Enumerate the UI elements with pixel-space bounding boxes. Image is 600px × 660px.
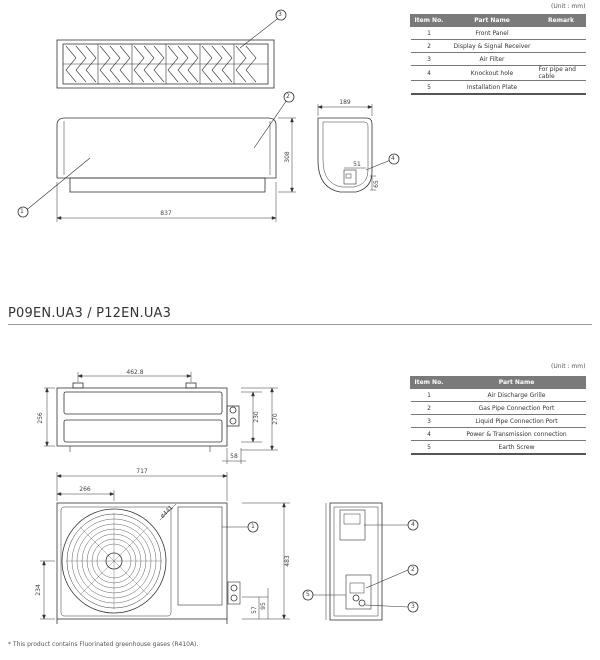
outdoor-front-height-dim: 483 bbox=[284, 555, 291, 567]
outdoor-front-width-dim: 717 bbox=[136, 468, 148, 475]
outdoor-front-b2-dim: 95 bbox=[260, 602, 267, 610]
indoor-side-b-dim: 65 bbox=[373, 180, 380, 188]
indoor-height-dim: 308 bbox=[284, 151, 291, 163]
table-header: Part Name bbox=[447, 14, 537, 27]
outdoor-callout-5: 5 bbox=[306, 591, 310, 598]
table-header: Part Name bbox=[447, 376, 586, 389]
outdoor-callout-1: 1 bbox=[251, 523, 255, 530]
outdoor-front-left-dim: 234 bbox=[35, 584, 42, 596]
section-divider bbox=[8, 324, 592, 325]
indoor-front-view bbox=[56, 117, 277, 193]
indoor-top-view bbox=[56, 39, 275, 89]
outdoor-unit-label: (Unit : mm) bbox=[551, 363, 586, 370]
indoor-unit-label: (Unit : mm) bbox=[551, 3, 586, 10]
outdoor-top-height-dim: 270 bbox=[272, 413, 279, 425]
outdoor-callout-3: 3 bbox=[411, 603, 415, 610]
footnote: * This product contains Fluorinated gree… bbox=[8, 641, 199, 648]
outdoor-front-offset-dim: 266 bbox=[79, 486, 91, 493]
indoor-depth-dim: 189 bbox=[339, 99, 351, 106]
indoor-width-dim: 837 bbox=[160, 210, 172, 217]
indoor-callout-4: 4 bbox=[391, 155, 395, 162]
indoor-side-view bbox=[317, 117, 373, 193]
indoor-drawing: 837 308 189 51 65 bbox=[17, 9, 400, 222]
table-header: Remark bbox=[536, 14, 586, 27]
table-header: Item No. bbox=[410, 14, 448, 27]
outdoor-top-depth-inner-dim: 230 bbox=[253, 411, 260, 423]
indoor-side-a-dim: 51 bbox=[353, 161, 361, 168]
outdoor-front-b1-dim: 57 bbox=[251, 606, 258, 614]
table-header: Item No. bbox=[410, 376, 448, 389]
outdoor-top-view bbox=[56, 382, 240, 452]
indoor-callout-1: 1 bbox=[20, 208, 24, 215]
outdoor-side-view bbox=[325, 502, 383, 621]
outdoor-fan-dia-dim: ø441 bbox=[159, 504, 175, 520]
indoor-callout-2: 2 bbox=[286, 93, 290, 100]
outdoor-top-depth-dim: 256 bbox=[37, 412, 44, 424]
outdoor-top-small-dim: 58 bbox=[230, 453, 238, 460]
outdoor-callout-2: 2 bbox=[411, 566, 415, 573]
model-title: P09EN.UA3 / P12EN.UA3 bbox=[8, 306, 172, 321]
outdoor-top-width-dim: 462.8 bbox=[126, 369, 143, 376]
outdoor-front-view bbox=[56, 502, 241, 624]
outdoor-callout-4: 4 bbox=[411, 521, 415, 528]
indoor-callout-3: 3 bbox=[278, 11, 282, 18]
